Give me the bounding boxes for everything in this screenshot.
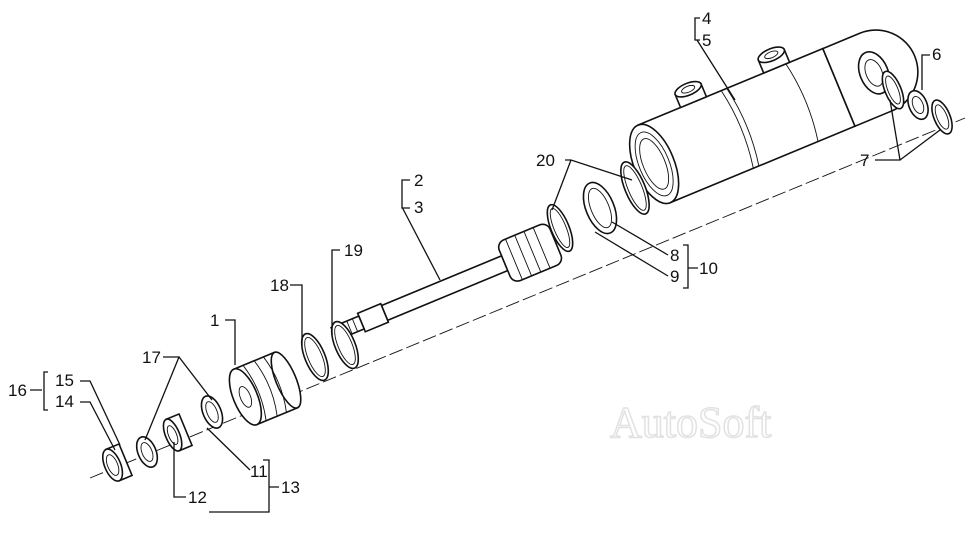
ring-18: [300, 332, 330, 382]
piston: [228, 351, 302, 426]
seal-14-15: [101, 442, 134, 482]
nut-12: [162, 412, 194, 452]
label-1: 1: [210, 311, 219, 330]
piston-rod: [330, 223, 563, 342]
label-15: 15: [55, 371, 74, 390]
label-13: 13: [281, 478, 300, 497]
bushing-6: [907, 89, 929, 121]
label-9: 9: [670, 267, 679, 286]
ring-19: [330, 320, 360, 370]
label-19: 19: [344, 241, 363, 260]
label-11: 11: [250, 462, 268, 481]
label-7: 7: [860, 151, 869, 170]
ring-7b: [931, 99, 953, 135]
label-6: 6: [932, 45, 941, 64]
ring-7a: [881, 70, 905, 110]
label-14: 14: [55, 392, 74, 411]
label-20: 20: [536, 151, 555, 170]
label-10: 10: [699, 259, 718, 278]
leader-lines: [30, 17, 941, 513]
cylinder-barrel: [628, 29, 919, 205]
ring-11: [200, 395, 224, 429]
label-3: 3: [414, 198, 423, 217]
center-axis: [89, 117, 966, 479]
seal-8-9: [582, 181, 618, 235]
label-12: 12: [188, 488, 207, 507]
label-17: 17: [142, 348, 161, 367]
label-2: 2: [414, 171, 423, 190]
ring-17: [135, 436, 159, 468]
watermark: AutoSoft: [610, 398, 771, 447]
label-8: 8: [670, 246, 679, 265]
label-5: 5: [702, 31, 711, 50]
label-16: 16: [8, 381, 27, 400]
ring-20a: [620, 161, 650, 215]
label-4: 4: [702, 9, 711, 28]
label-18: 18: [270, 276, 289, 295]
